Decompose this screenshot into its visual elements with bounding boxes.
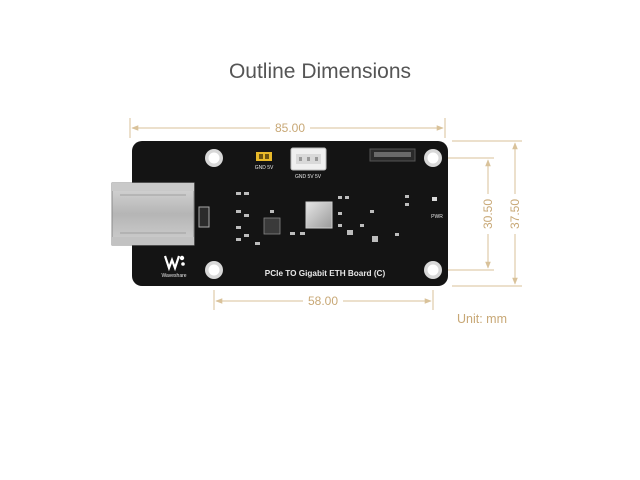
main-chip bbox=[305, 201, 333, 229]
power-connector bbox=[290, 147, 327, 171]
mounting-hole bbox=[205, 149, 223, 167]
unit-label: Unit: mm bbox=[457, 312, 507, 326]
dimension-hole-spacing-height: 30.50 bbox=[448, 157, 496, 271]
mounting-hole bbox=[205, 261, 223, 279]
crystal bbox=[198, 206, 210, 228]
gnd-5v-header bbox=[256, 152, 272, 161]
fpc-connector bbox=[369, 148, 416, 162]
overall-height-label: 37.50 bbox=[508, 199, 522, 229]
hole-spacing-height-label: 30.50 bbox=[481, 199, 495, 229]
controller-ic bbox=[263, 217, 281, 235]
gnd-5v-label: GND 5V bbox=[255, 165, 274, 171]
brand-label: Waveshare bbox=[161, 273, 186, 279]
mounting-hole bbox=[424, 261, 442, 279]
rj45-connector bbox=[111, 182, 195, 246]
waveshare-logo bbox=[163, 255, 185, 272]
board-name: PCIe TO Gigabit ETH Board (C) bbox=[265, 269, 386, 278]
pwr-label: PWR bbox=[431, 214, 443, 220]
smd-components bbox=[236, 192, 437, 245]
diagram-title: Outline Dimensions bbox=[228, 60, 412, 83]
overall-width-label: 85.00 bbox=[275, 121, 305, 135]
hole-spacing-width-label: 58.00 bbox=[308, 294, 338, 308]
pcb-board: GND 5V GND 5V 5V bbox=[111, 141, 448, 286]
gnd-5v-5v-label: GND 5V 5V bbox=[295, 174, 322, 180]
dimension-hole-spacing-width: 58.00 bbox=[213, 290, 434, 310]
dimension-overall-height: 37.50 bbox=[452, 140, 523, 287]
mounting-hole bbox=[424, 149, 442, 167]
dimension-overall-width: 85.00 bbox=[129, 118, 446, 138]
